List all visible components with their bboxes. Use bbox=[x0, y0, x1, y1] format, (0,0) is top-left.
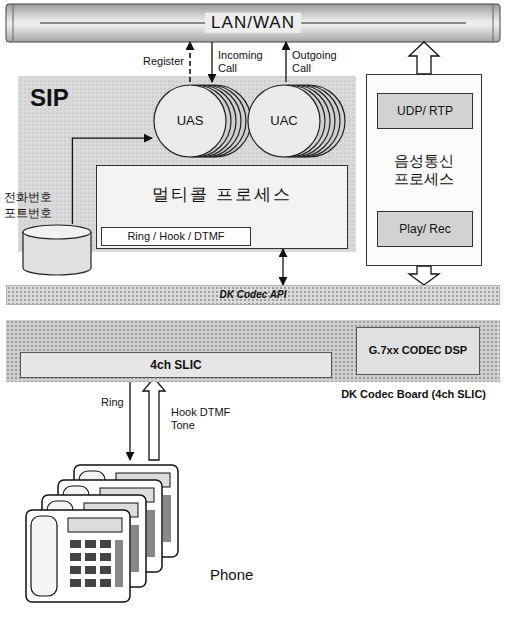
node-label: UAC bbox=[248, 113, 320, 129]
node-label: UDP/ RTP bbox=[397, 104, 453, 118]
chip-box: 4ch SLIC bbox=[20, 352, 332, 378]
network-band: LAN/WAN bbox=[6, 4, 500, 42]
node-label: 음성통신 프로세스 bbox=[382, 152, 466, 188]
node-label: 전화번호 포트번호 bbox=[4, 189, 62, 221]
node-label: LAN/WAN bbox=[205, 13, 301, 33]
connector-arrow bbox=[211, 42, 212, 82]
edge-label: Incoming Call bbox=[218, 49, 272, 75]
block-arrow bbox=[143, 378, 165, 460]
connector-arrow bbox=[285, 42, 286, 82]
edge-label: Hook DTMF Tone bbox=[171, 406, 235, 432]
node-label: G.7xx CODEC DSP bbox=[363, 344, 473, 357]
node-label: Phone bbox=[210, 566, 253, 584]
block-arrow bbox=[409, 266, 439, 285]
edge-label: Outgoing Call bbox=[292, 49, 348, 75]
chip-box: G.7xx CODEC DSP bbox=[356, 327, 480, 375]
node-label: DK Codec API bbox=[220, 289, 287, 301]
phone-illustration bbox=[26, 465, 178, 602]
agent-circle-stack: UAS bbox=[152, 82, 252, 160]
sip-region bbox=[18, 76, 356, 252]
node-label: UAS bbox=[154, 113, 226, 129]
edge-label: Ring bbox=[101, 396, 124, 409]
node-label: 4ch SLIC bbox=[150, 358, 201, 372]
network-tube bbox=[6, 4, 500, 42]
agent-circle-stack: UAC bbox=[246, 82, 346, 160]
board-region: DK Codec Board (4ch SLIC)4ch SLICG.7xx C… bbox=[6, 320, 500, 382]
signal-box: Ring / Hook / DTMF bbox=[101, 227, 251, 246]
phone-group: Phone bbox=[14, 460, 264, 615]
node-label: SIP bbox=[30, 84, 69, 113]
node-label: Play/ Rec bbox=[399, 222, 450, 236]
connector-arrow bbox=[129, 378, 130, 460]
node-label: DK Codec Board (4ch SLIC) bbox=[341, 388, 486, 401]
database-cylinder: 전화번호 포트번호 bbox=[22, 224, 92, 276]
tube-cap bbox=[493, 5, 494, 41]
module-box: Play/ Rec bbox=[377, 211, 473, 247]
process-box: 멀티콜 프로세스 Ring / Hook / DTMF bbox=[96, 165, 348, 249]
api-band: DK Codec API bbox=[6, 285, 500, 305]
process-box: 음성통신 프로세스 UDP/ RTP Play/ Rec bbox=[366, 74, 482, 266]
node-label: 멀티콜 프로세스 bbox=[97, 184, 347, 204]
node-label: Ring / Hook / DTMF bbox=[127, 230, 224, 243]
block-arrow bbox=[409, 42, 439, 74]
tube-cap bbox=[13, 5, 14, 41]
module-box: UDP/ RTP bbox=[377, 93, 473, 129]
edge-label: Register bbox=[143, 55, 184, 68]
connector-arrow bbox=[189, 42, 191, 82]
connector-arrow bbox=[282, 249, 283, 285]
cylinder-outline bbox=[22, 224, 92, 276]
